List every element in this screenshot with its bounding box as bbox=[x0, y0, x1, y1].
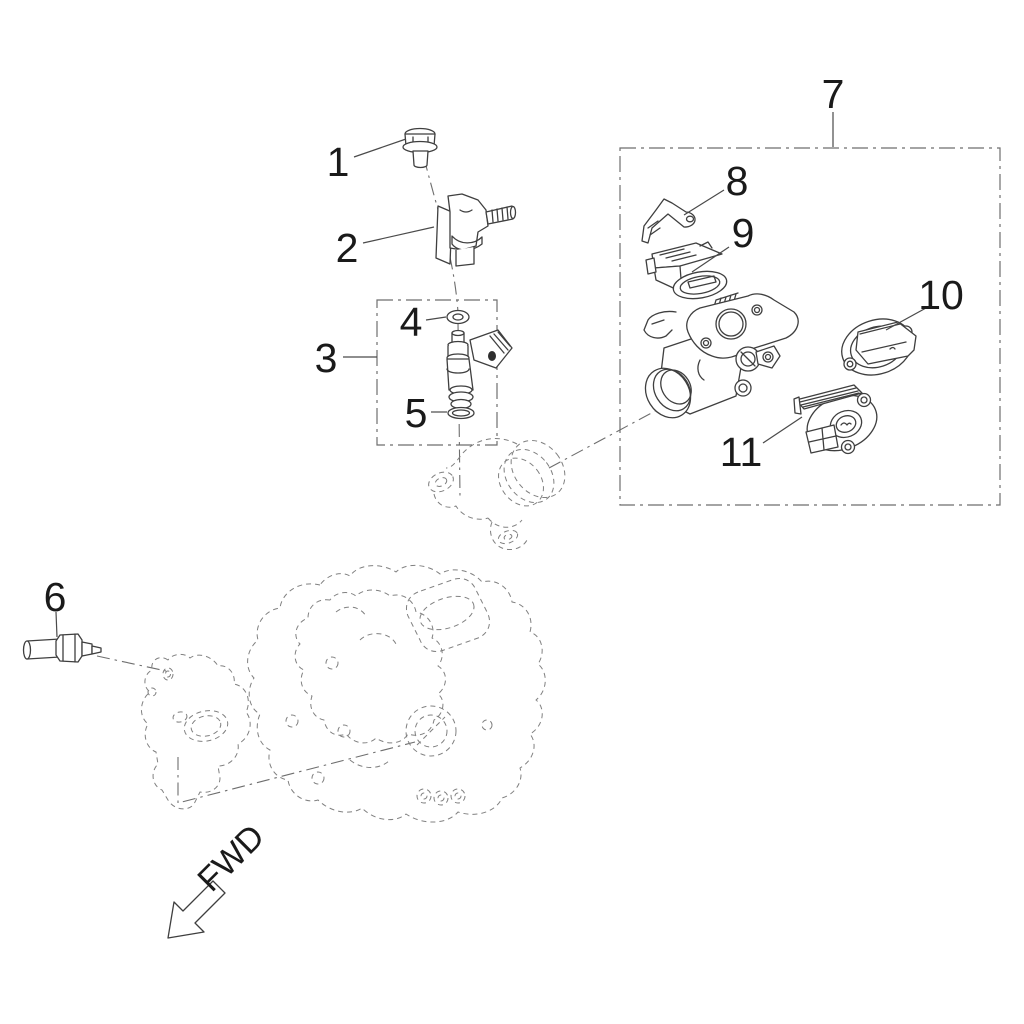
housing-port-outer bbox=[183, 710, 229, 742]
engine-bolt-hole bbox=[481, 719, 493, 731]
engine-port-slash bbox=[416, 716, 446, 746]
housing-port-inner bbox=[190, 715, 222, 737]
engine-bolt-hole bbox=[433, 790, 449, 806]
callout-4: 4 bbox=[400, 299, 423, 345]
group-3-boundary-box bbox=[376, 299, 498, 446]
fwd-label: FWD bbox=[190, 817, 272, 899]
fuel-injector bbox=[446, 329, 513, 410]
engine-bolt-hole bbox=[416, 788, 432, 804]
engine-port-inner bbox=[414, 714, 448, 748]
engine-bolt-hole bbox=[311, 771, 325, 785]
intake-bell-ring bbox=[510, 439, 566, 499]
housing-small-hole bbox=[172, 711, 188, 723]
engine-detail-curve bbox=[349, 759, 391, 768]
callout-2: 2 bbox=[336, 225, 359, 271]
intake-tab-slot-hole bbox=[503, 533, 513, 541]
engine-bolt-hole bbox=[285, 714, 299, 728]
callout-10: 10 bbox=[918, 272, 964, 318]
axis-housing-to-engine bbox=[177, 741, 416, 804]
callout-3: 3 bbox=[315, 335, 338, 381]
part-4-grommet bbox=[446, 309, 470, 325]
intake-upper-edge bbox=[445, 438, 518, 469]
engine-detail-curve bbox=[359, 633, 397, 645]
callout-11: 11 bbox=[720, 429, 763, 475]
engine-reference-outline bbox=[247, 565, 546, 823]
intake-lower-edge2 bbox=[487, 517, 523, 528]
intake-tab-slot bbox=[497, 529, 519, 545]
engine-outer-outline bbox=[247, 565, 546, 823]
group-7-boundary-box bbox=[619, 147, 1001, 506]
part-8-bracket bbox=[641, 198, 696, 244]
part-2-injector-joint bbox=[435, 193, 517, 267]
callout-labels: 1 2 3 4 5 6 7 8 9 10 11 bbox=[44, 71, 964, 620]
sensor-housing-reference bbox=[141, 653, 251, 810]
intake-tab bbox=[489, 521, 529, 551]
intake-lower-edge bbox=[433, 493, 489, 520]
engine-bolt-hole bbox=[450, 788, 466, 804]
housing-sensor-bore bbox=[162, 667, 174, 681]
engine-bolt-hole bbox=[437, 794, 445, 802]
part-1-flange-bolt bbox=[402, 127, 438, 169]
part-6-temp-sensor bbox=[22, 633, 102, 663]
housing-bolt-hole bbox=[147, 687, 157, 697]
engine-gasket-outline bbox=[294, 589, 446, 744]
callout-1: 1 bbox=[327, 139, 350, 185]
intake-flange bbox=[428, 471, 454, 493]
engine-bolt-hole bbox=[420, 792, 428, 800]
engine-bolt-hole bbox=[454, 792, 462, 800]
engine-bolt-hole bbox=[337, 724, 351, 738]
leader-lines bbox=[55, 112, 927, 638]
engine-detail-curve bbox=[335, 606, 367, 617]
part-11-tps bbox=[793, 384, 878, 455]
engine-port-outer bbox=[405, 705, 457, 757]
throttle-body-arm bbox=[643, 310, 677, 339]
throttle-bore-bell bbox=[644, 367, 692, 419]
intake-flange-hole bbox=[434, 477, 448, 487]
callout-8: 8 bbox=[726, 158, 749, 204]
part-10-connector bbox=[855, 321, 917, 365]
intake-bell-ring bbox=[503, 448, 555, 504]
intake-bell-ring bbox=[498, 457, 544, 507]
part-5-o-ring bbox=[447, 406, 475, 420]
engine-bolt-hole bbox=[325, 656, 339, 670]
engine-top-plate-oval bbox=[419, 595, 475, 631]
housing-outline bbox=[141, 653, 251, 810]
axis-sensor-to-housing bbox=[96, 655, 167, 672]
fwd-arrow bbox=[167, 880, 226, 939]
fwd-direction-indicator: FWD bbox=[167, 817, 272, 939]
assembly-centerlines bbox=[96, 157, 701, 804]
axis-throttlebody-to-intake bbox=[548, 386, 701, 469]
intake-pipe-reference bbox=[428, 438, 566, 551]
throttle-body bbox=[643, 292, 799, 419]
housing-sensor-bore-hole bbox=[165, 670, 171, 678]
callout-9: 9 bbox=[732, 210, 755, 256]
engine-top-plate bbox=[405, 577, 491, 653]
callout-5: 5 bbox=[405, 390, 428, 436]
part-9-map-sensor bbox=[645, 241, 728, 300]
part-10-sensor bbox=[841, 318, 917, 376]
callout-6: 6 bbox=[44, 574, 67, 620]
callout-7: 7 bbox=[822, 71, 845, 117]
